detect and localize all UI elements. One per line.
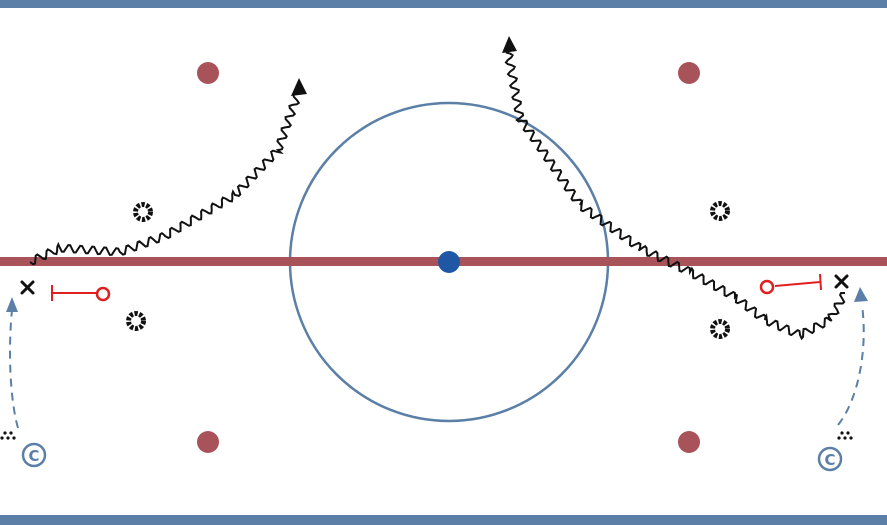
cone-icon	[126, 311, 146, 331]
pass-arrowhead-right	[854, 287, 868, 302]
faceoff-dot-bottom-right	[678, 431, 700, 453]
pass-path-left	[9, 309, 19, 429]
cone-icon	[710, 319, 730, 339]
faceoff-dot-top-right	[678, 62, 700, 84]
pass-arrowhead-left	[6, 297, 18, 312]
coach-label-right: C	[824, 451, 835, 469]
puck-pile-icon	[837, 431, 853, 440]
skater-path-left	[29, 94, 301, 266]
player-x-icon	[834, 274, 849, 289]
skater-path-right	[504, 51, 846, 341]
skater-arrowhead-right	[502, 36, 517, 53]
center-faceoff-dot	[438, 251, 460, 273]
puck-pile-icon	[0, 431, 16, 440]
coach-label-left: C	[28, 447, 39, 465]
coach-c-icon: C	[817, 446, 843, 472]
faceoff-dot-bottom-left	[197, 431, 219, 453]
cone-icon	[133, 202, 153, 222]
top-boards	[0, 0, 887, 8]
player-x-icon	[20, 280, 35, 295]
defender-o-icon	[759, 273, 822, 295]
bottom-boards	[0, 515, 887, 525]
skater-arrowhead-left	[291, 78, 307, 96]
cone-icon	[710, 201, 730, 221]
pass-path-right	[837, 304, 865, 426]
defender-o-icon	[51, 285, 111, 302]
faceoff-dot-top-left	[197, 62, 219, 84]
coach-c-icon: C	[21, 442, 47, 468]
